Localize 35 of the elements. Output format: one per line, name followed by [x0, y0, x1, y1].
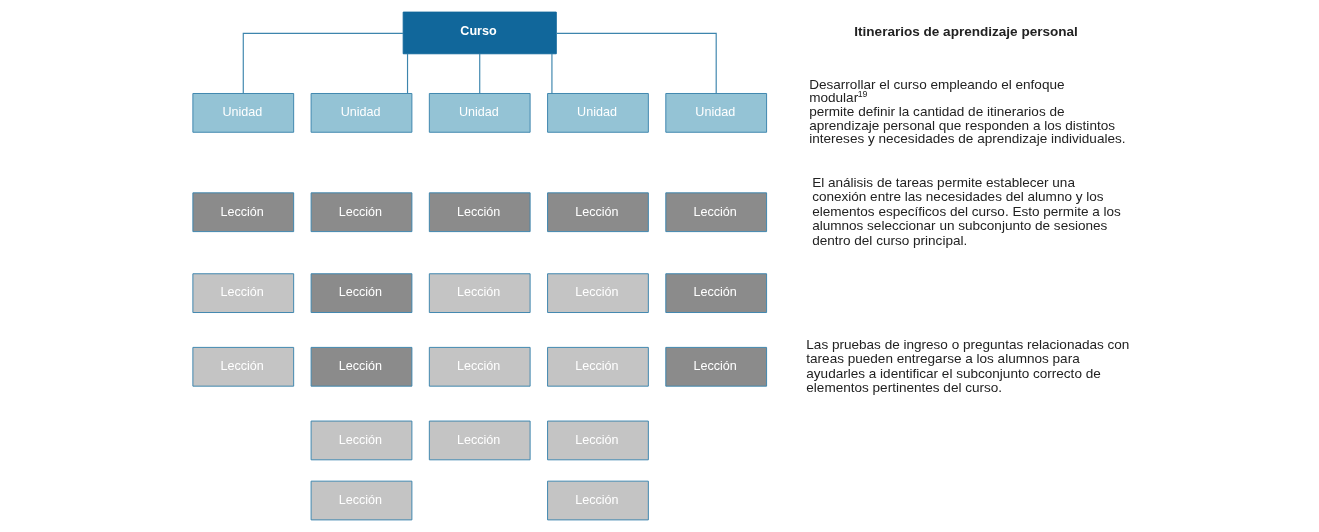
node-box: Lección	[428, 420, 531, 461]
connector	[242, 32, 404, 94]
label: Las pruebas de ingreso o preguntas relacionadas con tareas pueden entregarse a los alumnos para ayudarles a identificar el subconjunto correcto de elementos pertinentes del curso.	[806, 336, 1130, 396]
node-box: Lección	[547, 346, 649, 387]
label: Itinerarios de aprendizaje personal	[854, 23, 1078, 39]
node-box: Unidad	[192, 93, 295, 133]
node-box: Lección	[310, 346, 413, 387]
node-box: Unidad	[665, 93, 768, 133]
node-box: Lección	[665, 273, 768, 313]
node-box: Lección	[192, 273, 295, 313]
node-box: Lección	[547, 480, 649, 521]
node-box: Lección	[310, 420, 413, 461]
node-box: Lección	[547, 192, 649, 233]
connector	[479, 53, 481, 94]
node-box: Lección	[310, 480, 413, 521]
node-box: Lección	[192, 192, 295, 233]
node-box: Lección	[428, 346, 531, 387]
connector	[555, 32, 717, 94]
node-box: Unidad	[547, 93, 649, 133]
node-box: Lección	[428, 273, 531, 313]
node-box: Lección	[192, 346, 295, 387]
label: El análisis de tareas permite establecer una conexión entre las necesidades del alumno y los elementos específicos del curso. Esto permite a los alumnos seleccionar un subconjunto de sesiones dentro del curso principal.	[812, 174, 1121, 248]
node-box: Lección	[310, 192, 413, 233]
connector	[406, 53, 409, 94]
node-box: Lección	[310, 273, 413, 313]
label: Desarrollar el curso empleando el enfoque modular$^{19}$ permite definir la cantidad de itinerarios de aprendizaje personal que responden a los distintos intereses y necesidades de aprendizaje individuales.	[809, 76, 1126, 147]
node-box: Lección	[547, 420, 649, 461]
node-box: Unidad	[428, 93, 531, 133]
node-box: Lección	[665, 192, 768, 233]
node-box: Lección	[547, 273, 649, 313]
node-box: Curso	[402, 11, 557, 55]
node-box: Lección	[665, 346, 768, 387]
connector	[551, 53, 553, 94]
node-box: Lección	[428, 192, 531, 233]
node-box: Unidad	[310, 93, 413, 133]
